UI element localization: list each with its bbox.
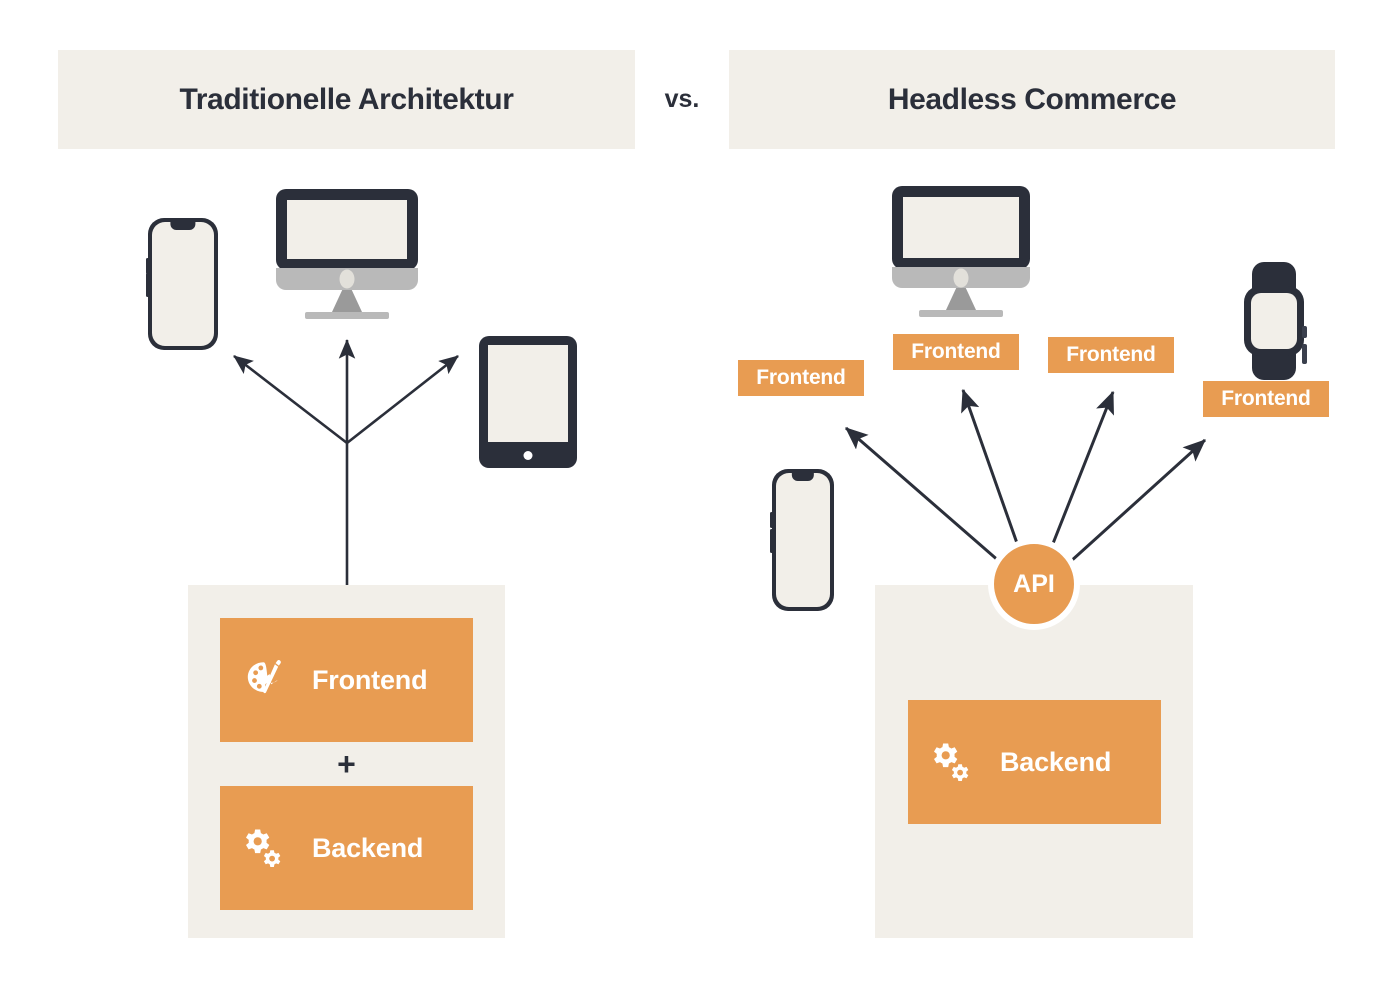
monitor-logo-icon (953, 268, 969, 287)
phone-icon-right (770, 469, 834, 611)
monitor-bezel (276, 189, 418, 270)
header-headless: Headless Commerce (729, 50, 1335, 149)
backend-block-label: Backend (1000, 746, 1112, 777)
frontend-tag-label: Frontend (911, 340, 1001, 363)
watch-crown-icon (1302, 326, 1307, 338)
frontend-tag-monitor: Frontend (893, 334, 1019, 370)
phone-notch-icon (791, 473, 815, 481)
monitor-neck (946, 288, 976, 310)
monitor-icon-left (276, 189, 418, 319)
monitor-base (892, 267, 1030, 288)
plus-sign: + (337, 746, 356, 782)
backend-block-right: Backend (908, 700, 1161, 824)
frontend-tag-label: Frontend (1066, 343, 1156, 366)
right-api-fanout-group (845, 388, 1207, 564)
gears-icon (220, 824, 312, 872)
monitor-base (276, 268, 418, 290)
phone-screen (152, 222, 214, 346)
watch-body (1244, 286, 1307, 364)
frontend-block-left: Frontend (220, 618, 473, 742)
tablet-screen (488, 345, 568, 442)
frontend-tag-label: Frontend (756, 366, 846, 389)
palette-icon (220, 657, 312, 703)
monitor-bezel (892, 186, 1030, 269)
header-headless-title: Headless Commerce (887, 82, 1177, 116)
vs-label: vs. (664, 85, 700, 113)
tablet-home-button-icon (523, 451, 533, 460)
watch-screen (1251, 293, 1297, 349)
phone-side-button-icon (146, 257, 149, 274)
phone-screen (776, 473, 830, 607)
monitor-neck (332, 290, 362, 312)
monitor-foot (919, 310, 1003, 317)
monitor-screen (287, 200, 407, 259)
phone-volume-button-icon (146, 273, 149, 298)
header-traditional-title: Traditionelle Architektur (179, 82, 514, 116)
frontend-tag-phone: Frontend (738, 360, 864, 396)
backend-block-label: Backend (312, 832, 424, 863)
frontend-tag-tablet: Frontend (1048, 337, 1174, 373)
left-connector-group (233, 338, 459, 585)
api-label: API (1013, 569, 1055, 598)
api-node: API (988, 538, 1080, 630)
watch-icon-right (1232, 262, 1316, 380)
watch-side-button-icon (1302, 344, 1307, 364)
phone-notch-icon (170, 222, 196, 230)
header-traditional: Traditionelle Architektur (58, 50, 635, 149)
tablet-icon-left (479, 336, 577, 468)
phone-volume-button-icon (770, 528, 773, 553)
phone-icon-left (146, 218, 218, 350)
monitor-screen (903, 197, 1019, 258)
phone-side-button-icon (770, 511, 773, 528)
monitor-icon-right (892, 186, 1030, 317)
gears-icon (908, 738, 1000, 786)
frontend-block-label: Frontend (312, 664, 428, 695)
monitor-foot (305, 312, 389, 319)
monitor-logo-icon (339, 269, 355, 289)
frontend-tag-label: Frontend (1221, 387, 1311, 410)
frontend-tag-watch: Frontend (1203, 381, 1329, 417)
backend-block-left: Backend (220, 786, 473, 910)
